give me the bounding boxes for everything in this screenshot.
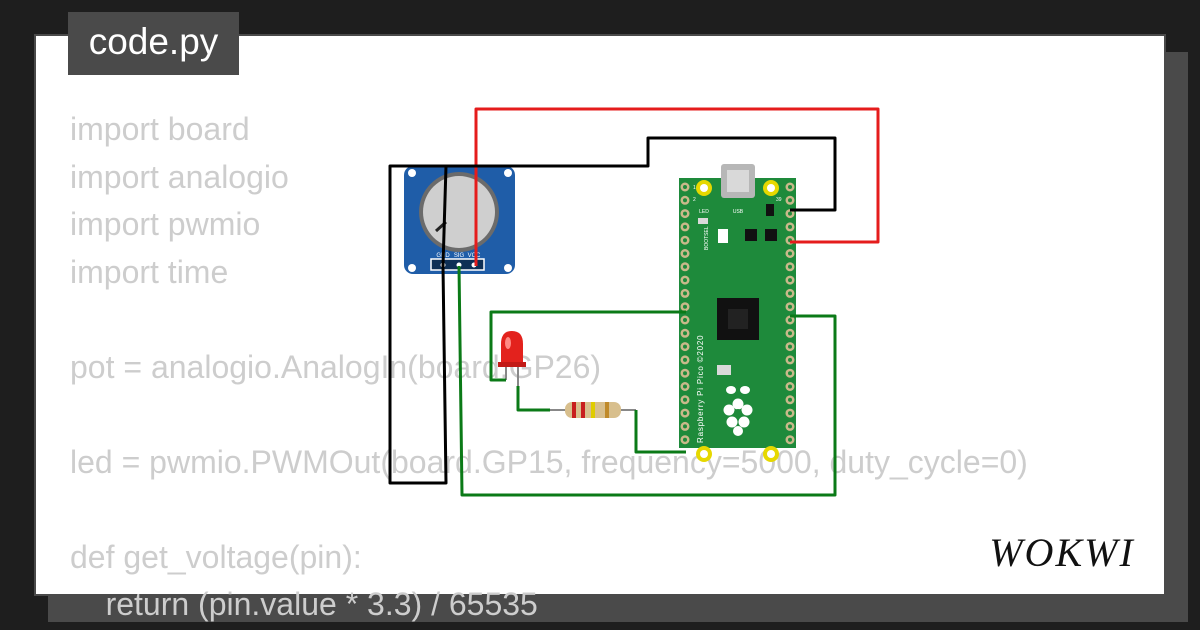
resistor[interactable] [550, 402, 636, 418]
pico-header-pin-hole [683, 185, 687, 189]
pico-pin-number: 2 [693, 197, 696, 203]
pico-bootsel-label: BOOTSEL [704, 226, 710, 250]
pico-header-pin-hole [788, 397, 792, 402]
pico-board-text: Raspberry Pi Pico ©2020 [696, 335, 705, 443]
pico-header-pin-hole [683, 304, 687, 309]
pico-header-pin-hole [788, 411, 792, 416]
pico-header-pin-hole [788, 185, 792, 189]
code-line: pot = analogio.AnalogIn(board.GP26) [70, 348, 602, 385]
pico-header-pin-hole [788, 211, 792, 216]
code-line: import analogio [70, 158, 289, 195]
pico-header-pin-hole [683, 238, 687, 243]
pico-header-pin-hole [683, 251, 687, 256]
pico-header-pin-hole [788, 224, 792, 229]
code-listing: import board import analogio import pwmi… [70, 106, 1028, 629]
pico-header-pin-hole [788, 424, 792, 429]
pico-header-pin-hole [788, 331, 792, 336]
raspberry-pi-logo-icon [723, 386, 753, 436]
pico-header-pin-hole [683, 291, 687, 296]
pico-header-pin-hole [683, 371, 687, 376]
pico-header-pin-hole [788, 304, 792, 309]
code-line: import board [70, 111, 250, 147]
pico-header-pin-hole [788, 357, 792, 362]
pico-header-pin-hole [683, 437, 687, 442]
pico-header-pin-hole [683, 224, 687, 229]
code-line: import pwmio [70, 206, 261, 242]
wire-black-pot-vcc[interactable] [388, 164, 448, 485]
pico-header-pin-hole [683, 411, 687, 416]
code-line: return (pin.value * 3.3) / 65535 [70, 586, 538, 622]
pico-header-pin-hole [683, 198, 687, 203]
code-line: import time [70, 253, 229, 290]
pico-header-pin-hole [683, 318, 687, 322]
pico-header-pin-hole [788, 278, 792, 283]
wokwi-logo-icon: WOKWI [989, 530, 1135, 575]
pico-pin-number: 39 [776, 197, 782, 203]
wire-red[interactable] [474, 107, 880, 266]
pico-header-pin-hole [683, 344, 687, 349]
code-line: def get_voltage(pin): [70, 538, 362, 575]
pico-header-pin-hole [683, 424, 687, 429]
code-card: import board import analogio import pwmi… [34, 34, 1166, 622]
wire-black-gnd[interactable] [390, 136, 837, 212]
pico-header-pin-hole [683, 331, 687, 336]
wire-green-led-cathode[interactable] [516, 386, 686, 454]
wire-green-led-anode[interactable] [489, 310, 686, 382]
pico-pin-number: 1 [693, 185, 696, 191]
pico-header-pin-hole [788, 371, 792, 376]
pico-usb-label: USB [733, 209, 744, 215]
file-tab[interactable]: code.py [68, 12, 239, 75]
pico-led-label: LED [699, 209, 709, 215]
pico-header-pin-hole [788, 384, 792, 389]
raspberry-pi-pico[interactable]: LED USB 1 2 39 BOOTSEL Raspberry Pi Pico… [679, 164, 796, 462]
pico-header-pin-hole [788, 264, 792, 269]
pico-header-pin-hole [788, 251, 792, 256]
pico-header-pin-hole [683, 357, 687, 362]
pico-header-pin-hole [683, 211, 687, 216]
pot-pin-label-vcc: VCC [468, 253, 481, 259]
pico-header-pin-hole [683, 278, 687, 283]
pico-header-pin-hole [788, 291, 792, 296]
wokwi-logo-text: WOKWI [989, 530, 1135, 575]
pot-pin-label-sig: SIG [454, 253, 465, 259]
pico-header-pin-hole [788, 344, 792, 349]
red-led[interactable] [498, 331, 526, 386]
potentiometer[interactable]: GND SIG VCC [404, 166, 515, 274]
pico-header-pin-hole [683, 264, 687, 269]
pico-header-pin-hole [788, 437, 792, 442]
code-line: led = pwmio.PWMOut(board.GP15, frequency… [70, 443, 1028, 480]
pico-header-pin-hole [683, 384, 687, 389]
pico-header-pin-hole [788, 318, 792, 322]
pico-header-pin-hole [683, 397, 687, 402]
wire-green-sig[interactable] [457, 265, 837, 497]
pico-header-pin-hole [788, 198, 792, 203]
file-tab-label: code.py [88, 20, 219, 62]
